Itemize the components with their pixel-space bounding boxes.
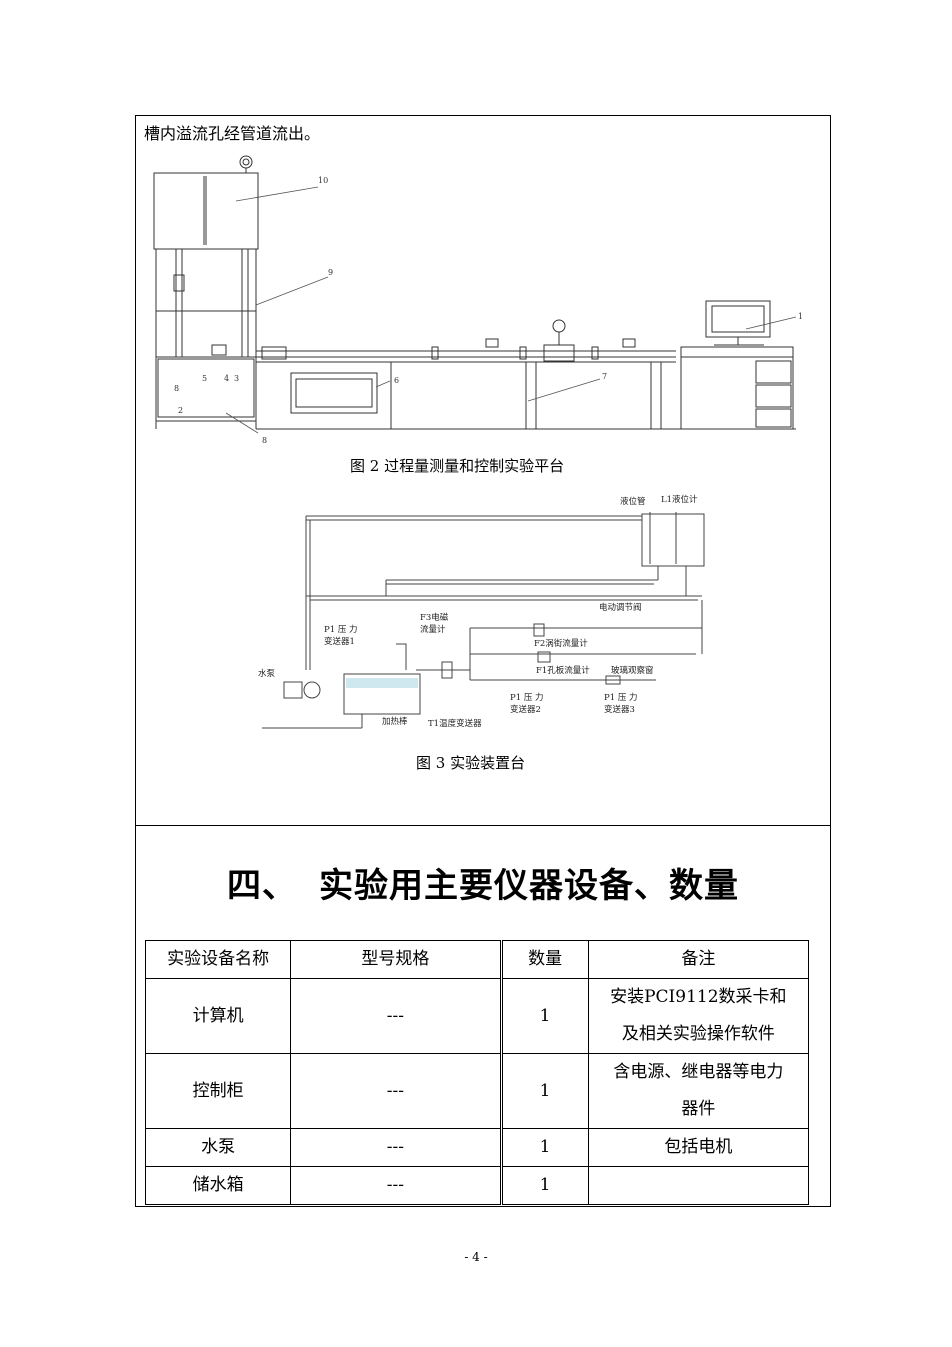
fig3-f2: F2涡街流量计 — [534, 638, 588, 649]
fig2-callout-10: 10 — [318, 176, 328, 185]
fig3-p1-line2: 变送器1 — [324, 636, 355, 647]
equipment-table: 实验设备名称 型号规格 数量 备注 计算机 --- 1 安装PCI9112数采卡… — [144, 940, 810, 1205]
table-row: 水泵 --- 1 包括电机 — [144, 1128, 810, 1167]
fig3-f1: F1孔板流量计 — [536, 665, 590, 676]
fig3-motor-valve: 电动调节阀 — [599, 602, 642, 613]
table-row: 储水箱 --- 1 — [144, 1166, 810, 1205]
figure3-drawing: 液位管 L1液位计 电动调节阀 F3电磁 流量计 P1 压 力 变送器1 水泵 … — [258, 494, 705, 729]
table-row: 控制柜 --- 1 含电源、继电器等电力 器件 — [144, 1053, 810, 1129]
fig3-f3-line2: 流量计 — [420, 624, 446, 635]
cell-note — [587, 1166, 810, 1205]
section-title: 实验用主要仪器设备、数量 — [319, 866, 739, 906]
fig3-f3-line1: F3电磁 — [420, 612, 449, 623]
fig3-p3-line1: P1 压 力 — [604, 692, 638, 703]
cell-note-line: 含电源、继电器等电力 — [613, 1062, 784, 1082]
cell-name: 储水箱 — [144, 1166, 292, 1205]
header-note: 备注 — [587, 940, 810, 979]
page-number: - 4 - — [464, 1250, 488, 1264]
cell-name: 控制柜 — [144, 1053, 292, 1129]
cell-name: 计算机 — [144, 978, 292, 1054]
fig3-glass-window: 玻璃观察窗 — [611, 665, 654, 676]
cell-name: 水泵 — [144, 1128, 292, 1167]
fig2-panel-3: 3 — [234, 374, 239, 383]
section-heading: 四、实验用主要仪器设备、数量 — [136, 858, 830, 907]
cell-qty: 1 — [499, 1128, 589, 1167]
cell-note-line: 及相关实验操作软件 — [621, 1024, 775, 1044]
fig3-level-tube: 液位管 — [620, 496, 646, 507]
fig3-p3-line2: 变送器3 — [604, 704, 635, 715]
figure2-drawing: 10 9 6 7 1 8 5 4 3 8 2 — [153, 155, 803, 445]
cell-model: --- — [290, 978, 502, 1054]
header-model: 型号规格 — [290, 940, 502, 979]
fig3-p2-line1: P1 压 力 — [510, 692, 544, 703]
fig2-panel-2: 2 — [178, 406, 183, 415]
cell-note: 安装PCI9112数采卡和 及相关实验操作软件 — [587, 978, 810, 1054]
fig2-callout-7: 7 — [602, 372, 607, 381]
fig3-pump: 水泵 — [258, 668, 276, 679]
fig3-heater: 加热棒 — [382, 716, 408, 727]
fig3-level-meter: L1液位计 — [661, 494, 698, 505]
cell-note-line: 器件 — [681, 1099, 716, 1119]
section-divider — [136, 825, 830, 826]
fig2-panel-4: 4 — [224, 374, 229, 383]
fig2-callout-6: 6 — [394, 376, 399, 385]
content-frame: 槽内溢流孔经管道流出。 — [135, 115, 831, 1207]
cell-model: --- — [290, 1166, 502, 1205]
figure3-caption: 图 3 实验装置台 — [416, 754, 526, 772]
fig3-p1-line1: P1 压 力 — [324, 624, 358, 635]
fig2-panel-8: 8 — [174, 384, 179, 393]
cell-note-line: 安装PCI9112数采卡和 — [610, 987, 787, 1007]
cell-model: --- — [290, 1053, 502, 1129]
cell-model: --- — [290, 1128, 502, 1167]
intro-text: 槽内溢流孔经管道流出。 — [144, 124, 321, 143]
table-row: 计算机 --- 1 安装PCI9112数采卡和 及相关实验操作软件 — [144, 978, 810, 1054]
fig3-p2-line2: 变送器2 — [510, 704, 541, 715]
fig2-panel-5: 5 — [202, 374, 207, 383]
cell-qty: 1 — [499, 1166, 589, 1205]
header-name: 实验设备名称 — [144, 940, 292, 979]
cell-qty: 1 — [499, 1053, 589, 1129]
cell-note: 含电源、继电器等电力 器件 — [587, 1053, 810, 1129]
cell-qty: 1 — [499, 978, 589, 1054]
figure2-caption: 图 2 过程量测量和控制实验平台 — [350, 457, 565, 475]
fig2-callout-8: 8 — [262, 436, 267, 445]
fig2-callout-1: 1 — [798, 312, 803, 321]
fig3-t1: T1温度变送器 — [428, 718, 482, 729]
table-header-row: 实验设备名称 型号规格 数量 备注 — [144, 940, 810, 979]
fig2-callout-9: 9 — [328, 268, 333, 277]
header-qty: 数量 — [499, 940, 589, 979]
cell-note: 包括电机 — [587, 1128, 810, 1167]
section-number: 四、 — [227, 866, 297, 906]
